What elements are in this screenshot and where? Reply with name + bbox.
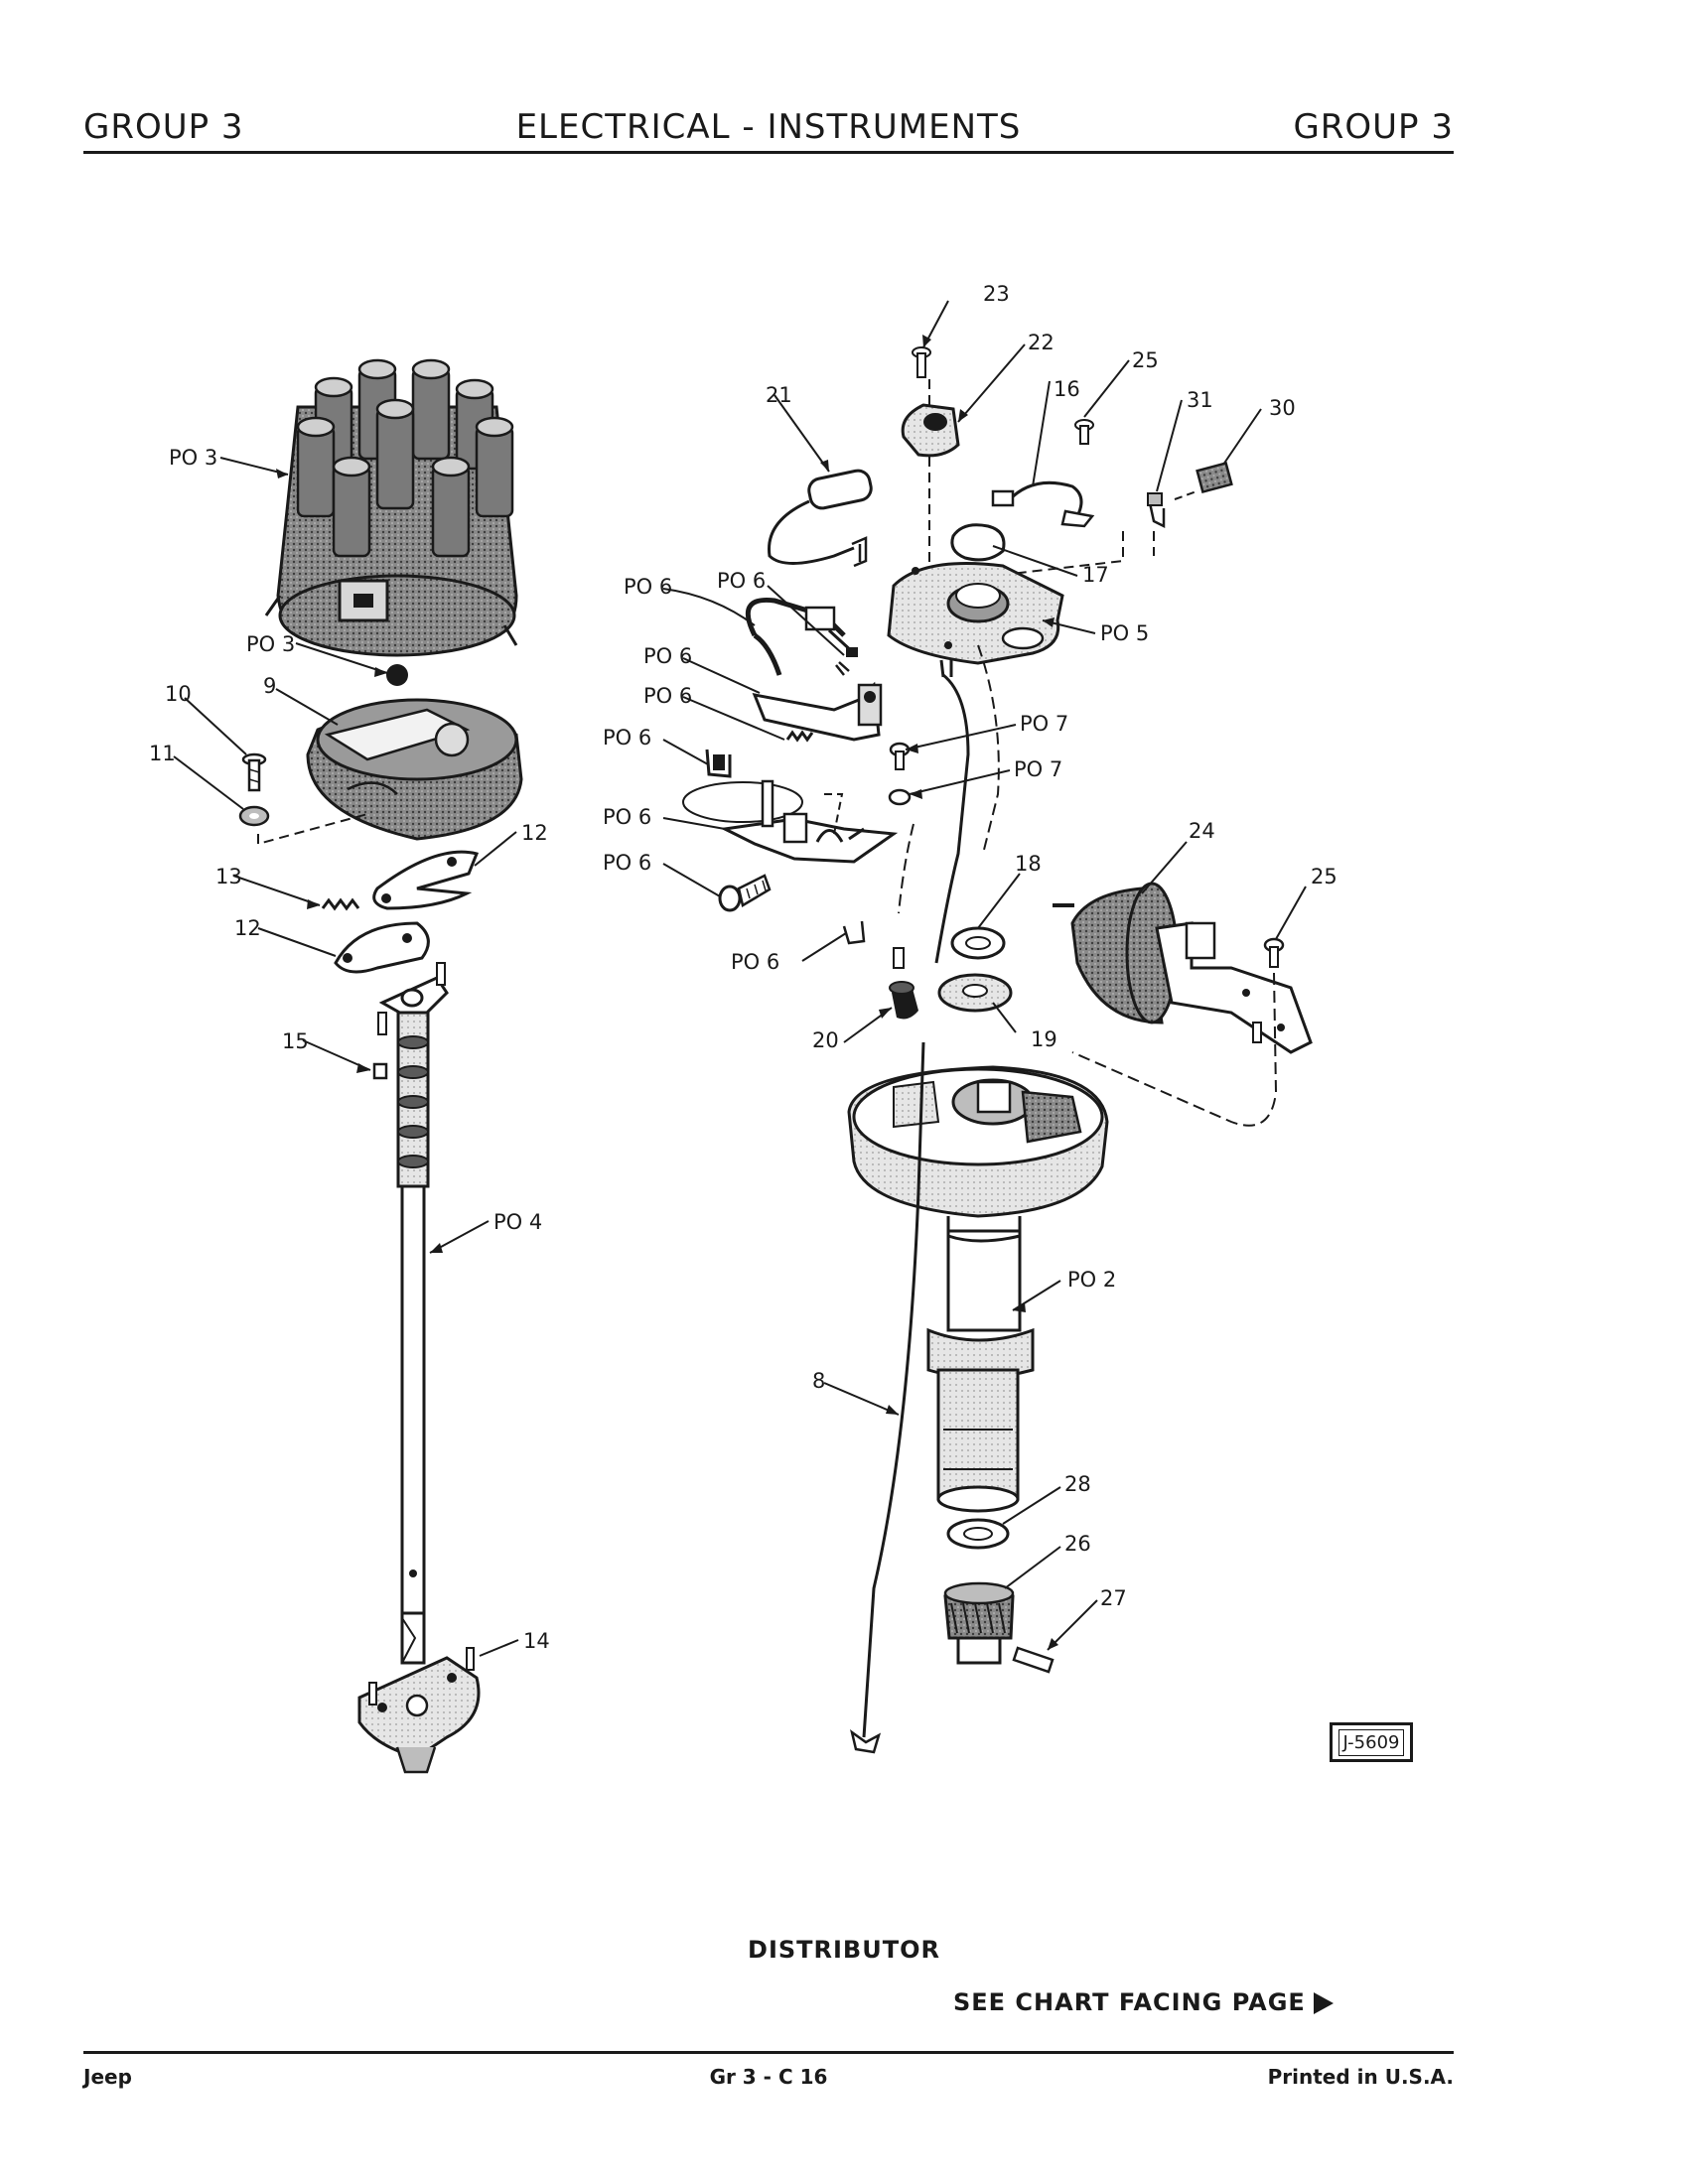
callout-po3-cap: PO 3 — [169, 446, 217, 470]
figure-id: J-5609 — [1337, 1728, 1405, 1756]
callout-25-top: 25 — [1132, 348, 1159, 372]
callout-18: 18 — [1015, 852, 1042, 876]
drive-gear — [943, 1581, 1015, 1665]
callout-21: 21 — [766, 383, 792, 407]
screw-top — [1074, 419, 1094, 445]
callout-9: 9 — [263, 674, 276, 698]
callout-25-right: 25 — [1311, 865, 1337, 888]
terminal-clip — [1147, 492, 1166, 529]
callout-24: 24 — [1189, 819, 1215, 843]
retainer — [372, 1062, 388, 1080]
see-chart-text: SEE CHART FACING PAGE — [953, 1988, 1306, 2016]
primary-lead-wire — [862, 1041, 925, 1738]
carbon-contact — [386, 664, 408, 686]
header-rule — [83, 151, 1454, 154]
callout-po5: PO 5 — [1100, 621, 1149, 645]
contact-screw — [889, 742, 911, 770]
breaker-plate-seal — [950, 523, 1006, 562]
callout-po6-g: PO 6 — [603, 851, 651, 875]
callout-12-lower: 12 — [234, 916, 261, 940]
header-group-right: GROUP 3 — [1293, 107, 1454, 147]
callout-17: 17 — [1082, 563, 1109, 587]
callout-19: 19 — [1031, 1027, 1057, 1051]
callout-31: 31 — [1187, 388, 1213, 412]
callout-po7-b: PO 7 — [1014, 757, 1062, 781]
grommet — [889, 947, 918, 1020]
advance-weight-upper — [372, 850, 480, 910]
primary-lead — [991, 480, 1095, 528]
callout-30: 30 — [1269, 396, 1296, 420]
contact-set-arm — [745, 597, 858, 676]
callout-10: 10 — [165, 682, 192, 706]
thrust-washer — [950, 926, 1006, 960]
footer-brand: Jeep — [83, 2065, 132, 2089]
gear-pin — [1012, 1646, 1055, 1674]
weight-spring — [321, 897, 360, 911]
callout-20: 20 — [812, 1028, 839, 1052]
footer-page-ref: Gr 3 - C 16 — [709, 2065, 828, 2089]
header-title: ELECTRICAL - INSTRUMENTS — [515, 107, 1022, 147]
callout-15: 15 — [282, 1029, 309, 1053]
callout-po6-b: PO 6 — [717, 569, 766, 593]
leader-lines — [173, 300, 1307, 1657]
callout-po3-contact: PO 3 — [246, 632, 295, 656]
header-group-left: GROUP 3 — [83, 107, 244, 147]
vacuum-screw — [1263, 937, 1285, 968]
advance-weight-lower — [334, 921, 430, 974]
condenser-screw — [912, 346, 931, 378]
vacuum-advance — [1053, 882, 1313, 1054]
see-chart-note: SEE CHART FACING PAGE — [953, 1988, 1334, 2016]
breaker-plate — [887, 562, 1064, 665]
lock-washer — [238, 805, 270, 827]
contact-washer — [888, 788, 912, 806]
shaft-washer — [946, 1518, 1010, 1550]
callout-po6-c: PO 6 — [643, 644, 692, 668]
arrow-right-icon — [1313, 1992, 1334, 2014]
contact-set-base — [752, 681, 883, 743]
callout-po6-a: PO 6 — [624, 575, 672, 599]
callout-22: 22 — [1028, 331, 1055, 354]
rotor — [306, 698, 523, 841]
breaker-screw — [718, 874, 772, 912]
weight-base-plate — [357, 1647, 481, 1774]
page-header: GROUP 3 ELECTRICAL - INSTRUMENTS GROUP 3 — [83, 107, 1454, 155]
footer-rule — [83, 2051, 1454, 2054]
callout-po2: PO 2 — [1067, 1268, 1116, 1292]
callout-8: 8 — [812, 1369, 825, 1393]
figure-id-box: J-5609 — [1330, 1722, 1413, 1762]
callout-16: 16 — [1054, 377, 1080, 401]
rotor-screw — [241, 752, 267, 792]
primary-lead-terminal — [850, 1729, 882, 1754]
main-shaft — [377, 962, 449, 1665]
callout-po6-h: PO 6 — [731, 950, 779, 974]
figure-caption: DISTRIBUTOR — [748, 1936, 940, 1964]
callout-po6-f: PO 6 — [603, 805, 651, 829]
callout-po6-e: PO 6 — [603, 726, 651, 750]
callout-28: 28 — [1064, 1472, 1091, 1496]
footer-printed: Printed in U.S.A. — [1267, 2065, 1454, 2089]
callout-12-upper: 12 — [521, 821, 548, 845]
callout-11: 11 — [149, 742, 176, 765]
callout-po6-d: PO 6 — [643, 684, 692, 708]
callout-labels: PO 3 PO 3 9 10 11 12 13 12 15 PO 4 14 23… — [149, 282, 1337, 1653]
callout-26: 26 — [1064, 1532, 1091, 1556]
callout-23: 23 — [983, 282, 1010, 306]
page-footer: Jeep Gr 3 - C 16 Printed in U.S.A. — [83, 2065, 1454, 2095]
leader-arrowheads — [276, 335, 1058, 1650]
callout-14: 14 — [523, 1629, 550, 1653]
terminal-insulator — [1196, 461, 1233, 494]
lower-breaker-plate — [682, 779, 899, 864]
callout-13: 13 — [215, 865, 242, 888]
felt-washer — [937, 973, 1013, 1013]
condenser-clamp — [901, 403, 960, 458]
condenser — [768, 469, 873, 568]
callout-27: 27 — [1100, 1586, 1127, 1610]
primary-terminal — [842, 920, 866, 945]
callout-po4: PO 4 — [493, 1210, 542, 1234]
distributor-cap — [264, 358, 518, 657]
callout-po7-a: PO 7 — [1020, 712, 1068, 736]
distributor-housing — [847, 1065, 1109, 1513]
